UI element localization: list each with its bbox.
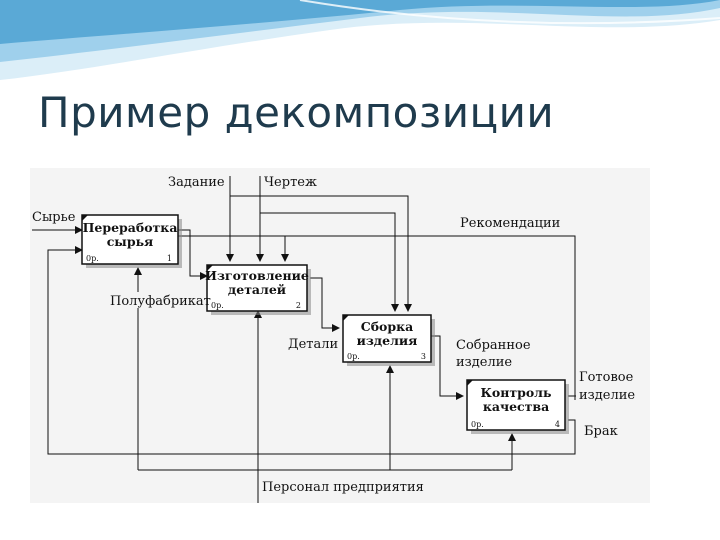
box-1[interactable]: Переработка сырья 0р. 1 <box>81 214 182 268</box>
box-4-number: 4 <box>555 420 560 429</box>
label-semi-product: Полуфабрикат <box>110 294 211 309</box>
arrows-group <box>32 176 646 503</box>
label-control-task: Задание <box>168 175 225 190</box>
box-4-cost: 0р. <box>471 420 484 429</box>
label-assembled-line1: Собранное <box>456 338 531 353</box>
idef0-diagram: Переработка сырья 0р. 1 Изготовление дет… <box>30 168 650 503</box>
box-1-number: 1 <box>167 254 172 263</box>
box-2-label-line2: деталей <box>228 282 286 297</box>
box-3[interactable]: Сборка изделия 0р. 3 <box>342 314 435 366</box>
box-4-label-line1: Контроль <box>481 385 552 400</box>
header-wave-decoration <box>0 0 720 80</box>
box-3-label-line1: Сборка <box>361 319 414 334</box>
box-3-label-line2: изделия <box>357 333 418 348</box>
box-3-cost: 0р. <box>347 352 360 361</box>
label-input-raw: Сырье <box>32 210 76 225</box>
box-4-label-line2: качества <box>483 399 549 414</box>
box-1-cost: 0р. <box>86 254 99 263</box>
box-2-number: 2 <box>296 301 301 310</box>
label-finished-line1: Готовое <box>579 370 634 385</box>
label-assembled-line2: изделие <box>456 355 512 370</box>
box-1-label-line1: Переработка <box>83 220 178 235</box>
label-details: Детали <box>288 337 338 352</box>
box-1-label-line2: сырья <box>107 234 154 249</box>
box-2-cost: 0р. <box>211 301 224 310</box>
box-2[interactable]: Изготовление деталей 0р. 2 <box>205 264 311 315</box>
label-finished-line2: изделие <box>579 388 635 403</box>
label-control-drawing: Чертеж <box>264 175 317 190</box>
box-4[interactable]: Контроль качества 0р. 4 <box>466 379 569 434</box>
slide-title: Пример декомпозиции <box>38 88 555 137</box>
box-2-label-line1: Изготовление <box>205 268 309 283</box>
label-defect: Брак <box>584 424 618 439</box>
label-recommendations: Рекомендации <box>460 216 560 231</box>
label-personnel: Персонал предприятия <box>262 480 424 495</box>
box-3-number: 3 <box>421 352 426 361</box>
